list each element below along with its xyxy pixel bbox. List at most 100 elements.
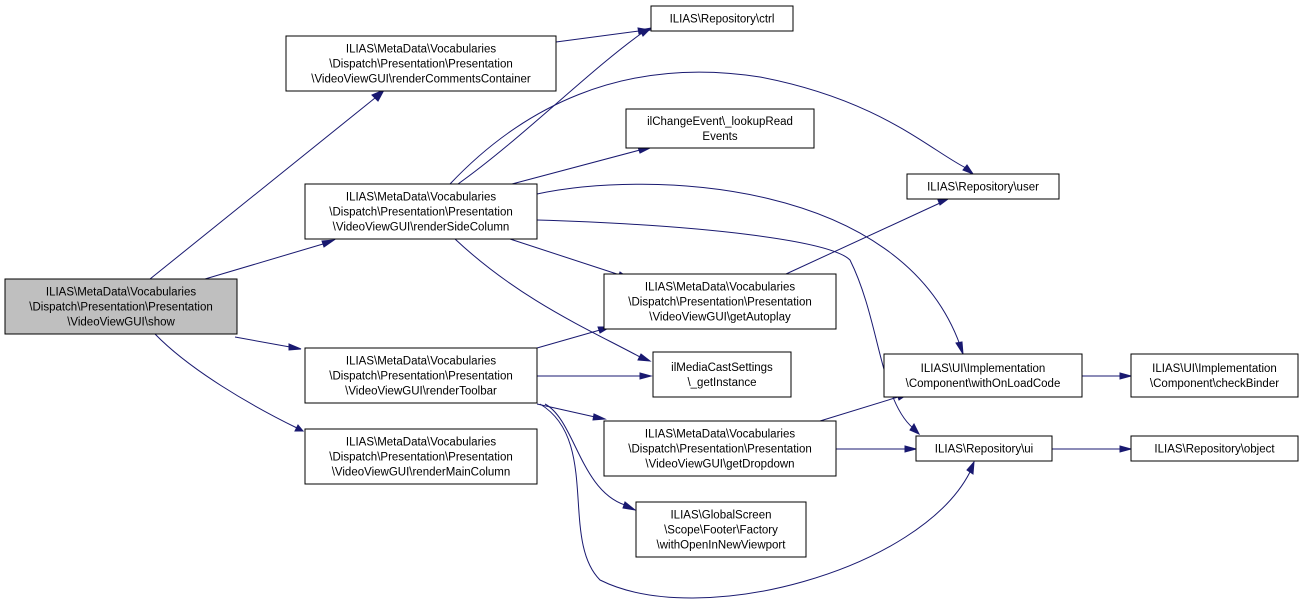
node-box[interactable] [915,435,1053,462]
node-label-line: ILIAS\UI\Implementation [1152,363,1277,375]
node-label-line: ILIAS\MetaData\Vocabularies [346,356,496,368]
node-label-line: ILIAS\Repository\user [927,182,1039,194]
edge-show-to-renderCommentsContainer [149,88,386,280]
node-label-line: \VideoViewGUI\renderMainColumn [332,467,511,479]
node-label-line: ILIAS\MetaData\Vocabularies [346,437,496,449]
edge-arrowhead [962,164,975,176]
edge-renderToolbar-to-withOpenInNewViewport [544,403,637,511]
node-ui[interactable]: ILIAS\Repository\ui [915,435,1053,462]
edge-arrowhead [371,88,386,102]
edge-show-to-renderSideColumn [204,239,336,280]
node-box[interactable] [652,351,792,398]
edge-renderCommentsContainer-to-ctrl [555,27,652,43]
node-label-line: \VideoViewGUI\renderToolbar [345,386,497,398]
edge-arrowhead [622,501,637,511]
node-box[interactable] [304,183,538,240]
edge-arrowhead [321,239,336,248]
node-box[interactable] [625,108,815,149]
edge-renderSideColumn-to-getInstance [454,238,652,362]
node-box[interactable] [635,501,807,558]
node-box[interactable] [304,428,538,485]
edge-line [536,183,961,346]
edge-arrowhead [955,341,964,355]
edge-line [234,336,291,348]
node-user[interactable]: ILIAS\Repository\user [906,173,1060,200]
node-label-line: \Component\checkBinder [1150,378,1279,390]
node-renderCommentsContainer[interactable]: ILIAS\MetaData\Vocabularies \Dispatch\Pre… [285,35,557,92]
node-label-line: ILIAS\Repository\ui [935,444,1033,456]
node-label-line: Events [702,131,737,143]
nodes-layer: ILIAS\MetaData\Vocabularies \Dispatch\Pre… [4,5,1299,558]
node-box[interactable] [603,420,837,477]
edge-renderToolbar-to-getInstance [537,372,653,380]
edge-arrowhead [937,198,950,206]
edge-arrowhead [909,423,921,436]
node-label-line: ILIAS\GlobalScreen [670,510,771,522]
node-label-line: \VideoViewGUI\renderSideColumn [333,222,510,234]
edge-renderToolbar-to-getDropdown [536,403,607,421]
node-getAutoplay[interactable]: ILIAS\MetaData\Vocabularies\Dispatch\Pre… [603,273,837,330]
edge-renderSideColumn-to-user [449,71,975,185]
edge-getDropdown-to-withOnLoadCode [819,393,910,422]
node-label-line: \VideoViewGUI\renderCommentsContainer [311,74,531,86]
edge-arrowhead [1119,372,1133,380]
edge-line [536,329,601,349]
edge-renderSideColumn-to-getAutoplay [509,238,632,280]
node-label-line: ilMediaCastSettings [671,362,773,374]
node-show[interactable]: ILIAS\MetaData\Vocabularies\Dispatch\Pre… [4,278,238,335]
edge-arrowhead [639,372,653,380]
node-label-line: \Dispatch\Presentation\Presentation [628,444,811,456]
edge-renderSideColumn-to-lookupReadEvents [511,146,652,185]
node-box[interactable] [883,353,1083,398]
edge-line [785,202,941,275]
node-box[interactable] [906,173,1060,200]
node-label-line: \VideoViewGUI\getAutoplay [649,312,791,324]
node-box[interactable] [285,35,557,92]
node-checkBinder[interactable]: ILIAS\UI\Implementation \Component\checkB… [1130,353,1299,398]
edge-withOnLoadCode-to-checkBinder [1082,372,1133,380]
node-object[interactable]: ILIAS\Repository\object [1130,435,1299,462]
edge-arrowhead [294,424,305,432]
node-getDropdown[interactable]: ILIAS\MetaData\Vocabularies\Dispatch\Pre… [603,420,837,477]
edge-arrowhead [1119,445,1133,453]
node-label-line: \Dispatch\Presentation\Presentation [628,297,811,309]
node-label-line: \Dispatch\Presentation\Presentation [329,371,512,383]
edge-line [539,403,971,599]
edge-line [149,97,376,280]
edge-arrowhead [288,343,302,351]
node-ctrl[interactable]: ILIAS\Repository\ctrl [650,5,794,32]
node-renderMainColumn[interactable]: ILIAS\MetaData\Vocabularies \Dispatch\Pre… [304,428,538,485]
node-renderToolbar[interactable]: ILIAS\MetaData\Vocabularies \Dispatch\Pre… [304,347,538,404]
edge-arrowhead [592,413,607,421]
node-label-line: \VideoViewGUI\getDropdown [645,459,794,471]
node-box[interactable] [4,278,238,335]
node-label-line: \Dispatch\Presentation\Presentation [329,452,512,464]
edge-line [819,396,899,422]
node-getInstance[interactable]: ilMediaCastSettings\_getInstance [652,351,792,398]
edge-line [204,243,324,280]
node-renderSideColumn[interactable]: ILIAS\MetaData\Vocabularies\Dispatch\Pre… [304,183,538,240]
node-label-line: \VideoViewGUI\show [67,317,175,329]
edge-line [544,403,626,506]
node-label-line: ILIAS\MetaData\Vocabularies [46,287,196,299]
node-label-line: ILIAS\UI\Implementation [921,363,1046,375]
node-label-line: \Dispatch\Presentation\Presentation [329,59,512,71]
edge-arrowhead [637,353,652,362]
node-withOpenInNewViewport[interactable]: ILIAS\GlobalScreen\Scope\Footer\Factory\… [635,501,807,558]
node-box[interactable] [650,5,794,32]
node-box[interactable] [304,347,538,404]
node-withOnLoadCode[interactable]: ILIAS\UI\Implementation\Component\withOn… [883,353,1083,398]
node-label-line: \withOpenInNewViewport [657,540,787,552]
edge-line [509,238,621,276]
node-box[interactable] [1130,435,1299,462]
node-box[interactable] [603,273,837,330]
node-label-line: ILIAS\MetaData\Vocabularies [346,192,496,204]
node-box[interactable] [1130,353,1299,398]
node-label-line: ILIAS\MetaData\Vocabularies [346,44,496,56]
edge-line [154,333,298,429]
edge-line [555,30,640,43]
edge-getAutoplay-to-user [785,198,950,275]
edge-arrowhead [904,445,918,453]
